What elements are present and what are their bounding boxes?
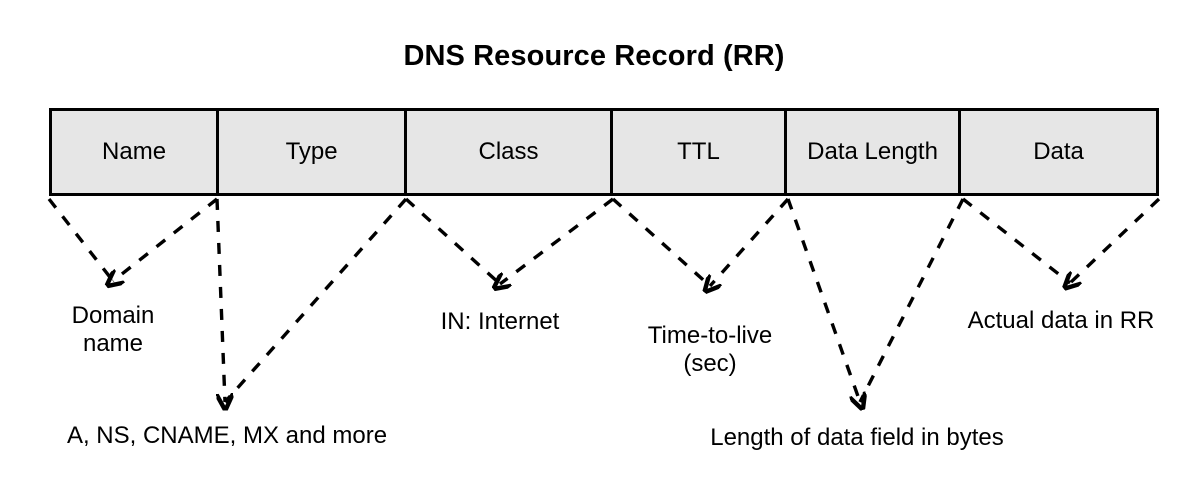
annotation-ttl: Time-to-live (sec): [647, 322, 773, 378]
leader-data-right: [1070, 197, 1161, 283]
leader-type-left: [215, 198, 225, 402]
leader-name-right: [113, 197, 219, 281]
diagram-title: DNS Resource Record (RR): [403, 40, 785, 72]
rr-field-class: Class: [407, 111, 613, 193]
annotation-data: Actual data in RR: [967, 307, 1155, 334]
rr-field-name: Name: [52, 111, 220, 193]
rr-field-ttl: TTL: [612, 111, 788, 193]
leader-name-left: [47, 197, 115, 283]
leader-data-left: [961, 197, 1072, 285]
annotation-type: A, NS, CNAME, MX and more: [66, 422, 388, 449]
leader-type-right: [223, 197, 408, 404]
leader-ttl-left: [611, 197, 712, 288]
rr-field-data: Data: [961, 111, 1156, 193]
rr-field-type: Type: [219, 111, 408, 193]
rr-field-data-length: Data Length: [787, 111, 962, 193]
annotation-name: Domain name: [71, 302, 155, 358]
leader-class-right: [500, 197, 615, 284]
leader-ttl-right: [710, 197, 790, 286]
annotation-data-length: Length of data field in bytes: [710, 424, 1004, 451]
annotation-class: IN: Internet: [440, 308, 560, 335]
rr-field-table: Name Type Class TTL Data Length Data: [49, 108, 1159, 196]
leader-data-length-right: [858, 198, 965, 403]
leader-class-left: [404, 197, 502, 286]
